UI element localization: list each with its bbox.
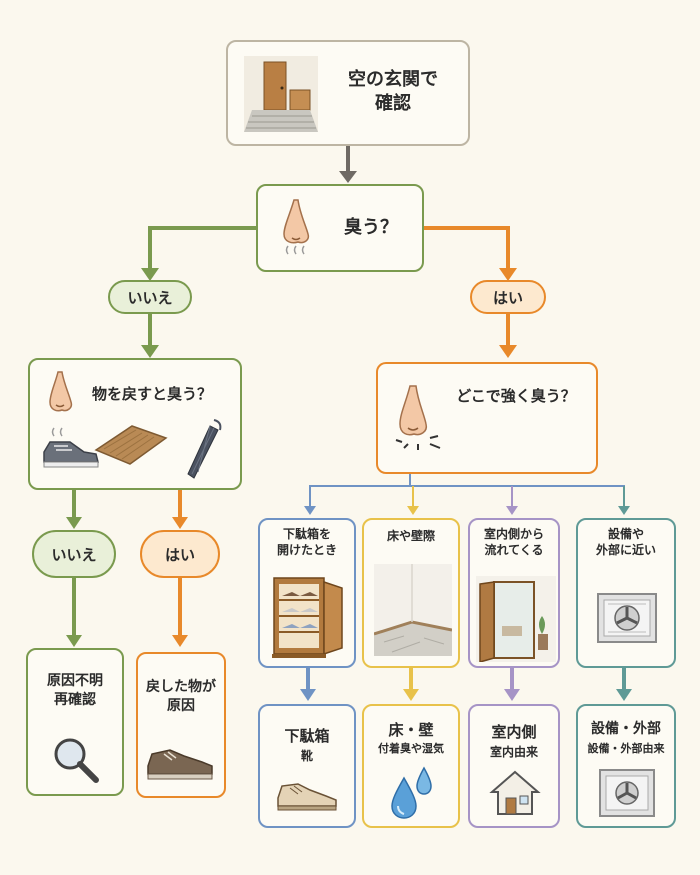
arrow-fan-1 xyxy=(304,506,316,515)
result-unknown-text: 原因不明 再確認 xyxy=(30,672,120,710)
start-box: 空の玄関で 確認 xyxy=(226,40,470,146)
arrow-no-q2left xyxy=(141,345,159,358)
location-floor-wall-text: 床や壁際 xyxy=(364,528,458,544)
location-indoor-box: 室内側から 流れてくる xyxy=(468,518,560,668)
arrow-q2left-no xyxy=(66,517,82,529)
doormat-icon xyxy=(94,425,168,465)
location-shoe-cabinet-text: 下駄箱を 開けたとき xyxy=(260,526,354,558)
entrance-icon xyxy=(244,56,318,132)
location-equipment-line2: 外部に近い xyxy=(595,543,656,558)
vent-fan-icon xyxy=(597,593,657,643)
return-no-pill: いいえ xyxy=(32,530,116,578)
arrow-fan-2 xyxy=(407,506,419,515)
branch-yes-pill: はい xyxy=(470,280,546,314)
location-equipment-text: 設備や 外部に近い xyxy=(578,526,674,558)
house-icon xyxy=(489,770,541,815)
question-return-items-title: 物を戻すと臭う？ xyxy=(92,385,213,403)
arrow-yes-item xyxy=(172,635,188,647)
result-indoor-sub: 室内由来 xyxy=(489,745,538,759)
location-shoe-cabinet-line1: 下駄箱を xyxy=(282,527,331,541)
vent-fan-icon xyxy=(599,769,655,817)
arrow-fan-4 xyxy=(618,506,630,515)
question-where-box: どこで強く臭う？ xyxy=(376,362,598,474)
arrow-loc3-res3 xyxy=(504,689,520,701)
magnifier-icon xyxy=(54,738,99,783)
start-title-line2: 確認 xyxy=(375,93,411,115)
result-floor-wall-title: 床・壁 xyxy=(388,721,434,739)
arrow-loc2-res2 xyxy=(403,689,419,701)
arrow-fan-3 xyxy=(506,506,518,515)
question-smell-box: 臭う？ xyxy=(256,184,424,272)
location-indoor-line1: 室内側から xyxy=(483,527,544,541)
result-indoor-box: 室内側 室内由来 xyxy=(468,704,560,828)
question-return-items-box: 物を戻すと臭う？ xyxy=(28,358,242,490)
result-floor-wall-box: 床・壁 付着臭や湿気 xyxy=(362,704,460,828)
result-unknown-line2: 再確認 xyxy=(54,691,96,708)
start-title: 空の玄関で 確認 xyxy=(328,68,458,117)
arrow-loc4-res4 xyxy=(616,689,632,701)
location-shoe-cabinet-box: 下駄箱を 開けたとき xyxy=(258,518,356,668)
nose-icon xyxy=(49,371,73,412)
arrow-loc1-res1 xyxy=(300,689,316,701)
result-floor-wall-sub: 付着臭や湿気 xyxy=(378,742,444,755)
arrow-q2left-yes xyxy=(172,517,188,529)
arrow-q1-no xyxy=(141,268,159,281)
shoe-icon xyxy=(277,783,337,811)
connector-q1-no xyxy=(148,226,256,270)
result-shoe-cabinet-sub: 靴 xyxy=(300,749,313,763)
arrow-no-unknown xyxy=(66,635,82,647)
location-equipment-box: 設備や 外部に近い xyxy=(576,518,676,668)
arrow-yes-q2right xyxy=(499,345,517,358)
result-item-line2: 原因 xyxy=(167,697,195,714)
start-title-line1: 空の玄関で xyxy=(348,69,438,90)
nose-icon xyxy=(283,199,310,255)
result-equipment-title: 設備・外部 xyxy=(591,721,661,737)
result-equipment-sub: 設備・外部由来 xyxy=(587,742,665,755)
question-where-title: どこで強く臭う？ xyxy=(456,387,576,405)
floor-wall-icon xyxy=(374,564,452,656)
result-indoor-title: 室内側 xyxy=(491,723,537,741)
result-shoe-cabinet-box: 下駄箱 靴 xyxy=(258,704,356,828)
result-shoe-cabinet-title: 下駄箱 xyxy=(284,727,330,745)
open-door-icon xyxy=(476,576,556,662)
water-drops-icon xyxy=(391,766,432,819)
location-floor-wall-box: 床や壁際 xyxy=(362,518,460,668)
sneakers-icon xyxy=(43,427,99,468)
location-floor-wall-line1: 床や壁際 xyxy=(386,529,435,543)
location-indoor-line2: 流れてくる xyxy=(484,543,544,558)
umbrella-icon xyxy=(187,419,222,479)
connector-fan-blue xyxy=(309,474,625,508)
result-unknown-line1: 原因不明 xyxy=(47,673,103,689)
arrow-q1-yes xyxy=(499,268,517,281)
result-item-text: 戻した物が 原因 xyxy=(138,678,224,716)
location-equipment-line1: 設備や xyxy=(607,527,644,541)
location-indoor-text: 室内側から 流れてくる xyxy=(470,526,558,558)
result-equipment-box: 設備・外部 設備・外部由来 xyxy=(576,704,676,828)
question-smell-title: 臭う？ xyxy=(344,217,398,238)
connector-q1-yes xyxy=(424,226,510,270)
shoe-cabinet-icon xyxy=(272,577,343,658)
return-yes-pill: はい xyxy=(140,530,220,578)
shoe-icon xyxy=(147,749,213,780)
result-item-line1: 戻した物が xyxy=(146,679,216,695)
arrow-start-q1 xyxy=(339,171,357,183)
result-unknown-box: 原因不明 再確認 xyxy=(26,648,124,796)
nose-icon xyxy=(395,385,441,450)
branch-no-pill: いいえ xyxy=(108,280,192,314)
location-shoe-cabinet-line2: 開けたとき xyxy=(276,543,337,558)
result-item-box: 戻した物が 原因 xyxy=(136,652,226,798)
